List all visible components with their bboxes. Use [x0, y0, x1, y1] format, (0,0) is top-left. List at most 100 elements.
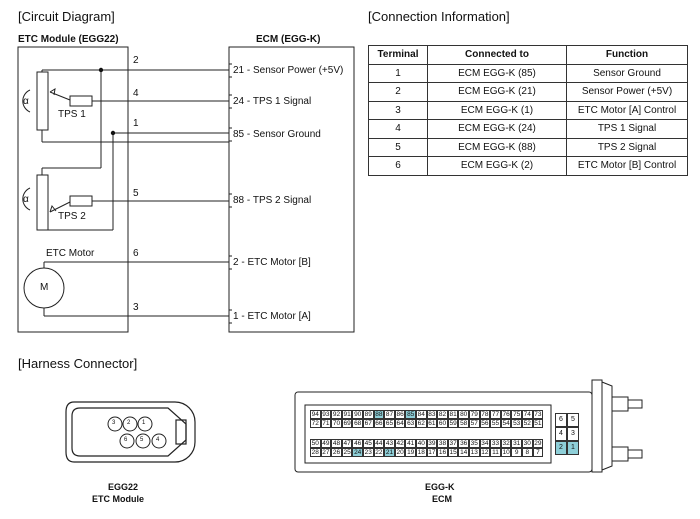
tps1-sensor-box — [69, 95, 93, 107]
wire-number: 4 — [133, 88, 139, 99]
connection-info-heading: [Connection Information] — [368, 9, 510, 24]
eggk-pin: 58 — [458, 419, 469, 428]
eggk-pin: 69 — [341, 419, 353, 428]
egg22-pin: 5 — [140, 437, 144, 443]
eggk-pin: 78 — [479, 410, 491, 419]
ecm-terminal-label: 2 - ETC Motor [B] — [233, 257, 311, 268]
eggk-pin: 81 — [447, 410, 459, 419]
etc-module-box — [17, 46, 129, 333]
cell-connected-to: ECM EGG-K (85) — [427, 63, 567, 83]
ecm-terminal-label: 88 - TPS 2 Signal — [233, 195, 312, 206]
eggk-pin: 39 — [426, 439, 438, 448]
eggk-pin: 36 — [458, 439, 469, 448]
eggk-pin: 32 — [500, 439, 512, 448]
junction-dot — [110, 130, 116, 136]
egg22-label: EGG22 — [108, 482, 139, 492]
cell-terminal: 6 — [368, 156, 428, 176]
eggk-pin: 66 — [373, 419, 385, 428]
eggk-pin: 55 — [490, 419, 501, 428]
tps2-label: TPS 2 — [58, 211, 86, 222]
eggk-pin: 74 — [522, 410, 533, 419]
eggk-pin: 27 — [320, 448, 332, 457]
alpha-symbol: α — [23, 96, 29, 107]
eggk-pin: 12 — [479, 448, 491, 457]
eggk-pin: 80 — [458, 410, 469, 419]
eggk-side-pin: 4 — [555, 427, 567, 441]
eggk-pin: 61 — [426, 419, 438, 428]
eggk-pin: 14 — [458, 448, 469, 457]
eggk-pin: 45 — [363, 439, 374, 448]
eggk-pin: 72 — [310, 419, 321, 428]
ecm-terminal-label: 1 - ETC Motor [A] — [233, 311, 311, 322]
cell-terminal: 2 — [368, 82, 428, 102]
eggk-pin: 92 — [331, 410, 342, 419]
junction-dot — [98, 67, 104, 73]
eggk-pin: 28 — [310, 448, 321, 457]
cell-function: Sensor Ground — [566, 63, 688, 83]
harness-connector-heading: [Harness Connector] — [18, 356, 138, 371]
ecm-terminal-label: 24 - TPS 1 Signal — [233, 96, 312, 107]
table-header-row: Terminal Connected to Function — [368, 45, 688, 65]
egg22-connector-shell — [65, 401, 196, 463]
egg22-pin: 6 — [124, 437, 128, 443]
cell-connected-to: ECM EGG-K (2) — [427, 156, 567, 176]
cell-connected-to: ECM EGG-K (1) — [427, 100, 567, 120]
eggk-pin: 21 — [384, 448, 395, 457]
etc-module-title: ETC Module (EGG22) — [18, 34, 119, 45]
eggk-pin: 84 — [416, 410, 427, 419]
eggk-pin: 26 — [331, 448, 342, 457]
eggk-pin: 44 — [373, 439, 385, 448]
etc-motor-label: ETC Motor — [46, 248, 95, 259]
eggk-pin: 42 — [394, 439, 406, 448]
eggk-pin: 8 — [522, 448, 533, 457]
egg22-pin: 3 — [112, 420, 116, 426]
eggk-pin: 15 — [447, 448, 459, 457]
eggk-pin: 11 — [490, 448, 501, 457]
eggk-pin: 47 — [341, 439, 353, 448]
eggk-pin: 79 — [469, 410, 480, 419]
eggk-pin: 71 — [320, 419, 332, 428]
eggk-pin: 43 — [384, 439, 395, 448]
eggk-pin: 50 — [310, 439, 321, 448]
wire-number: 1 — [133, 118, 139, 129]
header-function: Function — [566, 45, 688, 65]
eggk-pin: 29 — [532, 439, 544, 448]
cell-function: ETC Motor [B] Control — [566, 156, 688, 176]
eggk-side-pin: 3 — [567, 427, 579, 441]
cell-terminal: 1 — [368, 63, 428, 83]
eggk-pin: 53 — [511, 419, 522, 428]
eggk-pin: 31 — [511, 439, 522, 448]
alpha-symbol: α — [23, 194, 29, 205]
eggk-pin: 70 — [331, 419, 342, 428]
egg22-pin: 1 — [142, 420, 146, 426]
cell-function: TPS 1 Signal — [566, 119, 688, 139]
ecm-terminal-label: 85 - Sensor Ground — [233, 129, 321, 140]
egg22-pin: 4 — [156, 437, 160, 443]
cell-connected-to: ECM EGG-K (21) — [427, 82, 567, 102]
eggk-pin: 16 — [437, 448, 448, 457]
eggk-sublabel: ECM — [432, 494, 452, 504]
wire-number: 5 — [133, 188, 139, 199]
eggk-pin: 75 — [511, 410, 522, 419]
eggk-pin: 67 — [363, 419, 374, 428]
motor-m-label: M — [40, 282, 49, 293]
eggk-pin: 49 — [320, 439, 332, 448]
eggk-pin: 48 — [331, 439, 342, 448]
eggk-pin: 86 — [394, 410, 406, 419]
eggk-pin: 87 — [384, 410, 395, 419]
eggk-pin: 60 — [437, 419, 448, 428]
eggk-pin: 77 — [490, 410, 501, 419]
eggk-pin: 37 — [447, 439, 459, 448]
eggk-pin: 7 — [532, 448, 544, 457]
cell-connected-to: ECM EGG-K (88) — [427, 137, 567, 157]
eggk-pin: 40 — [416, 439, 427, 448]
eggk-connector-shell — [294, 391, 593, 473]
eggk-pin: 89 — [363, 410, 374, 419]
eggk-side-pin: 1 — [567, 441, 579, 455]
eggk-pin: 24 — [352, 448, 363, 457]
